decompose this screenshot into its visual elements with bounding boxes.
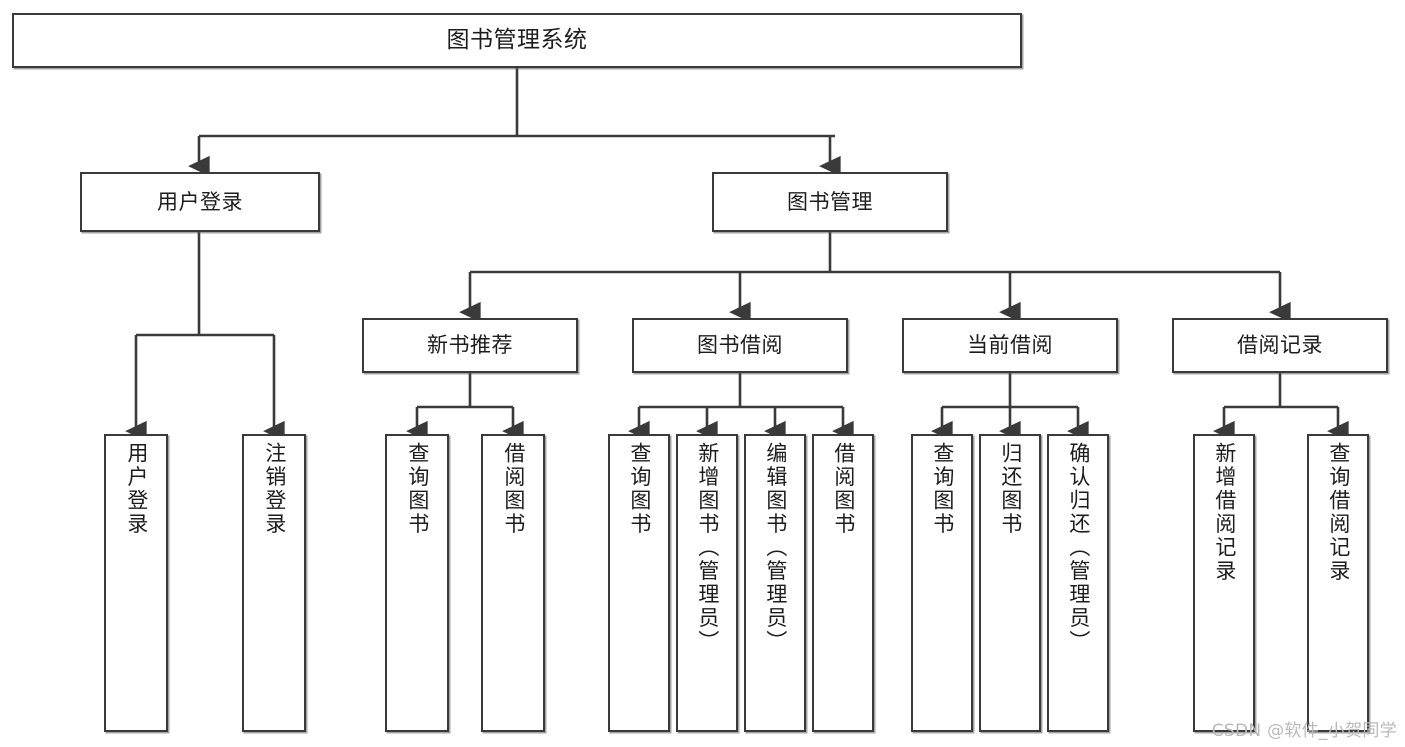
node-leaf-query-book-1-label: 查询图书	[405, 442, 430, 536]
node-current-borrow[interactable]: 当前借阅	[902, 318, 1118, 373]
node-leaf-confirm-return-label: 确认归还（管理员）	[1066, 442, 1091, 654]
node-leaf-query-record[interactable]: 查询借阅记录	[1307, 434, 1369, 732]
node-leaf-confirm-return[interactable]: 确认归还（管理员）	[1047, 434, 1109, 732]
node-leaf-query-record-label: 查询借阅记录	[1326, 442, 1351, 583]
node-leaf-add-book-label: 新增图书（管理员）	[695, 442, 720, 654]
node-root[interactable]: 图书管理系统	[12, 13, 1022, 68]
node-new-book-recommend-label: 新书推荐	[427, 333, 513, 358]
node-borrow-record[interactable]: 借阅记录	[1172, 318, 1388, 373]
node-leaf-add-book[interactable]: 新增图书（管理员）	[676, 434, 738, 732]
node-user-login[interactable]: 用户登录	[80, 172, 320, 232]
node-leaf-user-login[interactable]: 用户登录	[104, 434, 168, 732]
node-leaf-return-book[interactable]: 归还图书	[979, 434, 1041, 732]
node-borrow-record-label: 借阅记录	[1237, 333, 1323, 358]
node-book-borrow[interactable]: 图书借阅	[632, 318, 848, 373]
node-leaf-query-book-2-label: 查询图书	[627, 442, 652, 536]
node-leaf-borrow-book-1-label: 借阅图书	[501, 442, 526, 536]
node-book-manage[interactable]: 图书管理	[712, 172, 948, 232]
node-leaf-query-book-2[interactable]: 查询图书	[608, 434, 670, 732]
node-leaf-add-record[interactable]: 新增借阅记录	[1193, 434, 1255, 732]
node-leaf-query-book-3-label: 查询图书	[930, 442, 955, 536]
node-leaf-user-logout[interactable]: 注销登录	[242, 434, 306, 732]
watermark-text: CSDN @软件_小贺同学	[1211, 721, 1397, 741]
node-leaf-user-logout-label: 注销登录	[262, 442, 287, 536]
node-leaf-query-book-1[interactable]: 查询图书	[385, 434, 449, 732]
node-leaf-add-record-label: 新增借阅记录	[1212, 442, 1237, 583]
node-new-book-recommend[interactable]: 新书推荐	[362, 318, 578, 373]
node-root-label: 图书管理系统	[446, 27, 588, 54]
node-leaf-borrow-book-2[interactable]: 借阅图书	[812, 434, 874, 732]
node-user-login-label: 用户登录	[157, 189, 243, 214]
node-leaf-return-book-label: 归还图书	[998, 442, 1023, 536]
node-leaf-borrow-book-1[interactable]: 借阅图书	[481, 434, 545, 732]
node-leaf-query-book-3[interactable]: 查询图书	[911, 434, 973, 732]
node-book-borrow-label: 图书借阅	[697, 333, 783, 358]
node-leaf-borrow-book-2-label: 借阅图书	[831, 442, 856, 536]
node-leaf-edit-book[interactable]: 编辑图书（管理员）	[744, 434, 806, 732]
node-current-borrow-label: 当前借阅	[967, 333, 1053, 358]
node-leaf-edit-book-label: 编辑图书（管理员）	[763, 442, 788, 654]
node-book-manage-label: 图书管理	[787, 189, 873, 214]
node-leaf-user-login-label: 用户登录	[124, 442, 149, 536]
